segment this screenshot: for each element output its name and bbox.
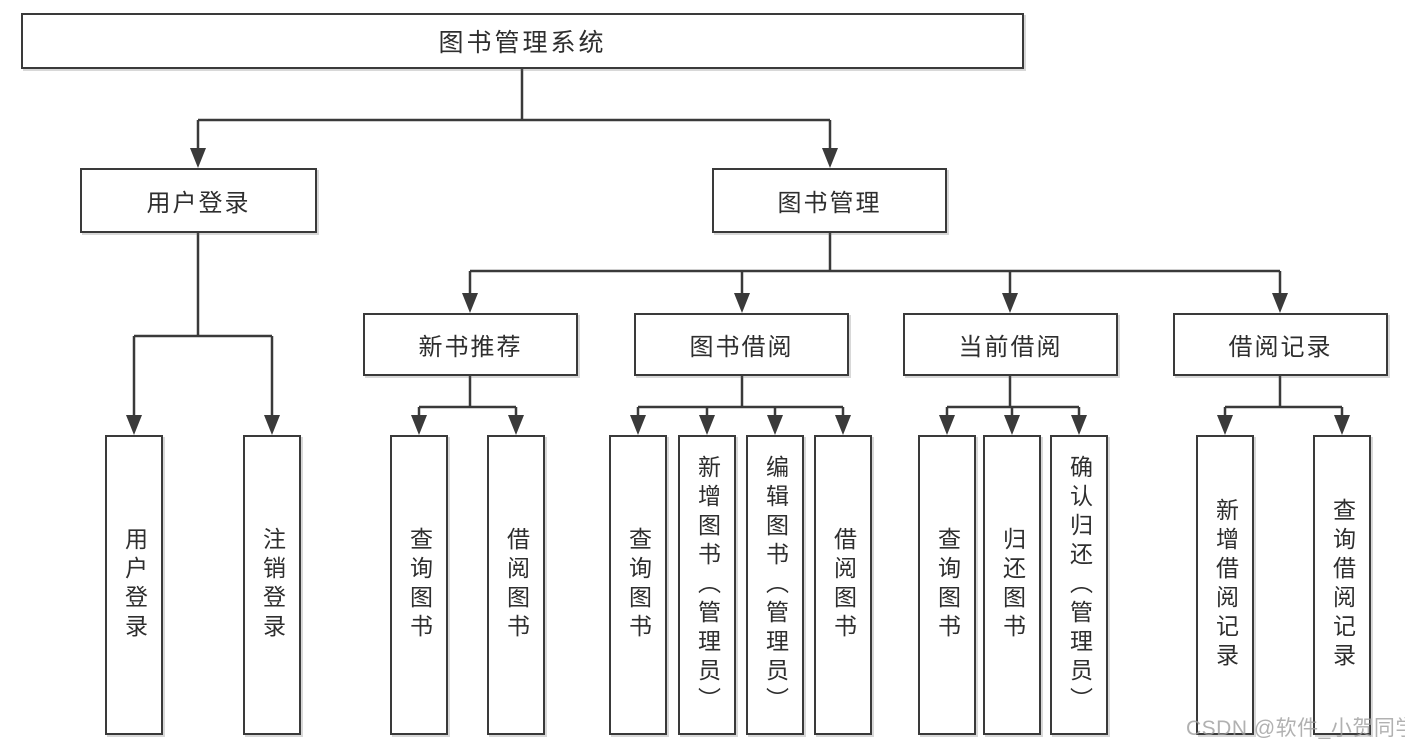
arrow-down-icon	[1217, 415, 1233, 435]
node-label: 用户登录	[146, 190, 251, 217]
leaf-add-book-admin: 新增图书（管理员）	[678, 435, 736, 735]
node-label: 新增图书（管理员）	[694, 454, 721, 716]
node-label: 注销登录	[259, 527, 286, 643]
arrow-down-icon	[264, 415, 280, 435]
arrow-down-icon	[1272, 293, 1288, 313]
edge-current-borrow-to-leaves	[945, 376, 1081, 417]
arrow-down-icon	[1334, 415, 1350, 435]
arrow-down-icon	[822, 148, 838, 168]
node-label: 借阅图书	[830, 527, 857, 643]
node-label: 归还图书	[999, 527, 1026, 643]
csdn-watermark: CSDN @软件_小贺同学	[1186, 717, 1405, 740]
node-label: 图书管理系统	[438, 29, 607, 57]
arrow-down-icon	[1004, 415, 1020, 435]
node-label: 查询借阅记录	[1329, 498, 1356, 672]
leaf-query-books-borrow: 查询图书	[609, 435, 667, 735]
leaf-query-borrow-record: 查询借阅记录	[1313, 435, 1371, 735]
arrow-down-icon	[699, 415, 715, 435]
node-label: 当前借阅	[958, 334, 1063, 361]
node-label: 新书推荐	[418, 334, 523, 361]
node-book-management: 图书管理	[712, 168, 947, 233]
leaf-add-borrow-record: 新增借阅记录	[1196, 435, 1254, 735]
arrow-down-icon	[411, 415, 427, 435]
node-label: 新增借阅记录	[1212, 498, 1239, 672]
arrow-down-icon	[190, 148, 206, 168]
leaf-borrow-books-borrow: 借阅图书	[814, 435, 872, 735]
edge-borrow-records-to-leaves	[1223, 376, 1344, 417]
edge-root-to-level2	[196, 68, 832, 150]
node-label: 查询图书	[406, 527, 433, 643]
node-new-book-recommend: 新书推荐	[363, 313, 578, 376]
arrow-down-icon	[1071, 415, 1087, 435]
node-borrow-records: 借阅记录	[1173, 313, 1388, 376]
leaf-query-books-current: 查询图书	[918, 435, 976, 735]
leaf-logout: 注销登录	[243, 435, 301, 735]
node-book-borrow: 图书借阅	[634, 313, 849, 376]
arrow-down-icon	[630, 415, 646, 435]
node-label: 用户登录	[121, 527, 148, 643]
arrow-down-icon	[767, 415, 783, 435]
node-label: 借阅图书	[503, 527, 530, 643]
node-label: 确认归还（管理员）	[1066, 454, 1093, 716]
leaf-borrow-books-recommend: 借阅图书	[487, 435, 545, 735]
node-user-login: 用户登录	[80, 168, 317, 233]
arrow-down-icon	[835, 415, 851, 435]
leaf-query-books-recommend: 查询图书	[390, 435, 448, 735]
arrow-down-icon	[1002, 293, 1018, 313]
edge-book-borrow-to-leaves	[636, 376, 845, 417]
node-label: 借阅记录	[1228, 334, 1333, 361]
node-label: 查询图书	[625, 527, 652, 643]
node-label: 编辑图书（管理员）	[762, 454, 789, 716]
leaf-return-books: 归还图书	[983, 435, 1041, 735]
arrow-down-icon	[939, 415, 955, 435]
arrow-down-icon	[734, 293, 750, 313]
node-label: 图书管理	[777, 190, 882, 217]
arrow-down-icon	[508, 415, 524, 435]
edge-user-login-to-leaves	[132, 233, 274, 417]
leaf-confirm-return-admin: 确认归还（管理员）	[1050, 435, 1108, 735]
node-label: 图书借阅	[689, 334, 794, 361]
arrow-down-icon	[126, 415, 142, 435]
arrowheads	[126, 148, 1350, 435]
node-current-borrow: 当前借阅	[903, 313, 1118, 376]
edge-new-book-recommend-to-leaves	[417, 376, 518, 417]
edge-book-management-to-level3	[468, 233, 1282, 295]
leaf-user-login: 用户登录	[105, 435, 163, 735]
arrow-down-icon	[462, 293, 478, 313]
node-label: 查询图书	[934, 527, 961, 643]
node-library-management-system: 图书管理系统	[21, 13, 1024, 69]
leaf-edit-book-admin: 编辑图书（管理员）	[746, 435, 804, 735]
